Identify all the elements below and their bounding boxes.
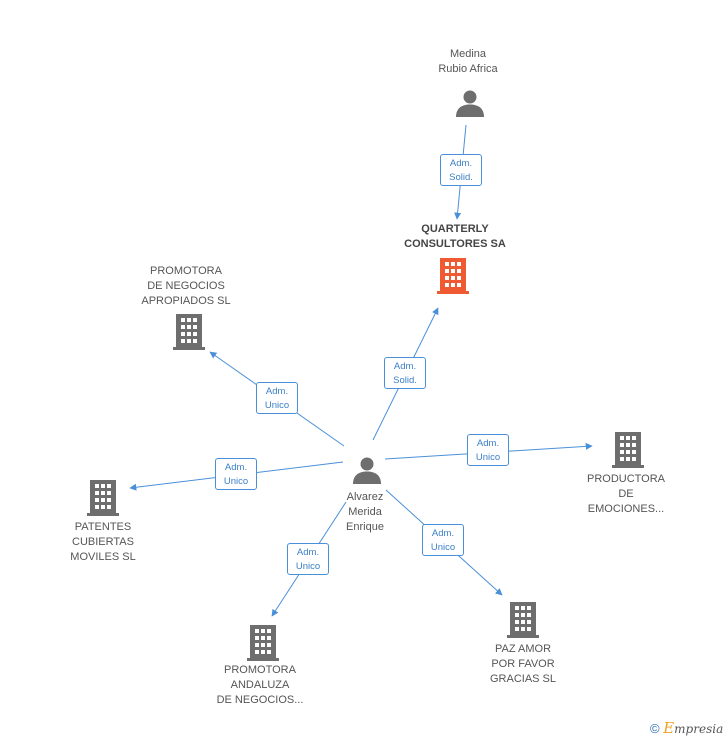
edge-badge-medina-quarterly[interactable]: Adm. Solid. [440, 154, 482, 186]
building-icon[interactable] [612, 432, 644, 468]
brand-footer: © Empresia [650, 719, 723, 737]
node-label-paz-amor[interactable]: PAZ AMOR POR FAVOR GRACIAS SL [489, 643, 557, 685]
edge-badge-alvarez-quarterly[interactable]: Adm. Solid. [384, 357, 426, 389]
node-label-quarterly[interactable]: QUARTERLY CONSULTORES SA [404, 223, 506, 250]
brand-logo: Empresia [663, 719, 724, 737]
building-icon[interactable] [173, 314, 205, 350]
building-icon[interactable] [507, 602, 539, 638]
node-label-alvarez[interactable]: Alvarez Merida Enrique [346, 491, 384, 533]
edge-badge-alvarez-patentes[interactable]: Adm. Unico [215, 458, 257, 490]
edge-badge-alvarez-promotora-negocios[interactable]: Adm. Unico [256, 382, 298, 414]
building-icon[interactable] [87, 480, 119, 516]
edge-badge-alvarez-paz-amor[interactable]: Adm. Unico [422, 524, 464, 556]
node-label-patentes[interactable]: PATENTES CUBIERTAS MOVILES SL [70, 521, 136, 563]
person-icon[interactable] [455, 88, 485, 118]
person-icon[interactable] [352, 455, 382, 485]
node-label-medina[interactable]: Medina Rubio Africa [438, 48, 498, 75]
edge-badge-alvarez-productora[interactable]: Adm. Unico [467, 434, 509, 466]
node-label-promotora-andaluza[interactable]: PROMOTORA ANDALUZA DE NEGOCIOS... [216, 664, 304, 706]
building-icon[interactable] [437, 258, 469, 294]
node-label-productora[interactable]: PRODUCTORA DE EMOCIONES... [586, 473, 666, 515]
building-icon[interactable] [247, 625, 279, 661]
node-label-promotora-negocios[interactable]: PROMOTORA DE NEGOCIOS APROPIADOS SL [141, 265, 231, 307]
edge-badge-alvarez-promotora-andaluza[interactable]: Adm. Unico [287, 543, 329, 575]
copyright-icon: © [650, 721, 660, 736]
